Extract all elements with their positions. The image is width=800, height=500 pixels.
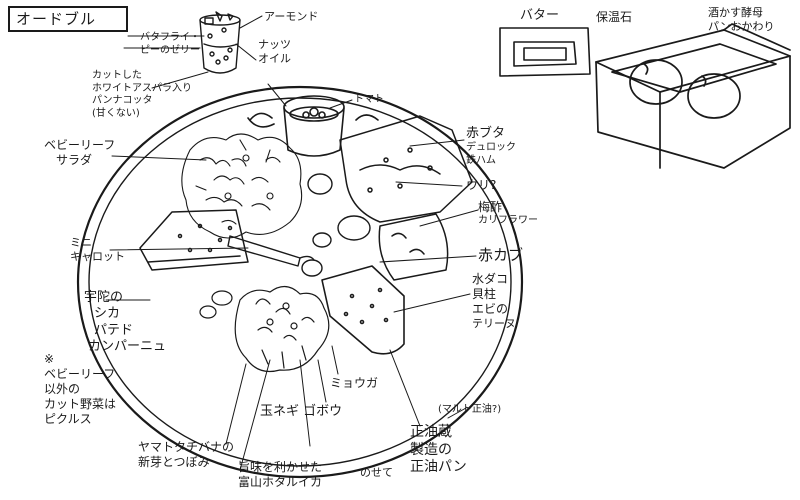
- leader-lines: [105, 15, 479, 471]
- label-noseta: のせて: [360, 466, 393, 479]
- bread-box: [595, 23, 791, 169]
- label-maruto-shoyu: (マルト正油?): [438, 404, 502, 415]
- jelly-glass: [199, 11, 241, 74]
- bottom-cluster: [199, 285, 330, 373]
- label-red-turnip: 赤カブ: [478, 246, 524, 264]
- label-onion-burdock: 玉ネギ ゴボウ: [260, 404, 343, 419]
- label-mini-carrot: ミニ キャロット: [70, 236, 125, 263]
- label-yamato-tachibana: ヤマトタチバナの 新芽とつぼみ: [138, 440, 235, 469]
- label-myoga: ミョウガ: [330, 376, 379, 390]
- label-butter: バター: [520, 8, 560, 23]
- label-asparagus-pannacotta: カットした ホワイトアスパラ入り パンナコッタ (甘くない): [92, 70, 192, 119]
- label-pickles-note: ※ ベビーリーフ 以外の カット野菜は ピクルス: [44, 352, 117, 426]
- label-cauliflower: 梅酢 カリフラワー: [478, 200, 538, 226]
- label-uda-deer-pate: 宇陀の シカ パテド カンパーニュ: [84, 290, 167, 354]
- label-cucumber: ウリ?: [466, 178, 497, 192]
- label-akabuta-ham: 赤ブタ デュロック 鉄ハム: [466, 126, 516, 166]
- label-octopus-terrine: 水ダコ 貝柱 エビの テリーヌ: [472, 272, 516, 330]
- page-title: オードブル: [8, 6, 128, 32]
- red-turnip: [301, 232, 332, 277]
- label-butterfly-pea: バタフライ・ ピーのゼリー: [140, 32, 200, 56]
- label-sakekasu-bread: 酒かす酵母 パンおかわり: [708, 6, 775, 33]
- cauliflower: [378, 213, 449, 281]
- ham-slice: [339, 115, 473, 223]
- label-tomato: トマト: [354, 94, 384, 105]
- mini-carrot: [227, 235, 315, 267]
- pate-slice: [139, 209, 249, 271]
- label-warming-stone: 保温石: [596, 10, 633, 24]
- salad: [181, 133, 303, 239]
- pannacotta-cup: [247, 95, 379, 157]
- label-hotaru-ika: 旨味を利かせた 富山ホタルイカ: [238, 460, 323, 489]
- label-shoyugura-bread: 正油蔵 製造の 正油パン: [410, 424, 467, 475]
- butter-dish: [499, 27, 591, 77]
- terrine: [321, 265, 405, 355]
- label-almond: アーモンド: [264, 10, 319, 23]
- cucumber: [307, 173, 371, 241]
- label-baby-leaf-salad: ベビーリーフ サラダ: [44, 138, 116, 167]
- label-nut-oil: ナッツ オイル: [258, 38, 291, 65]
